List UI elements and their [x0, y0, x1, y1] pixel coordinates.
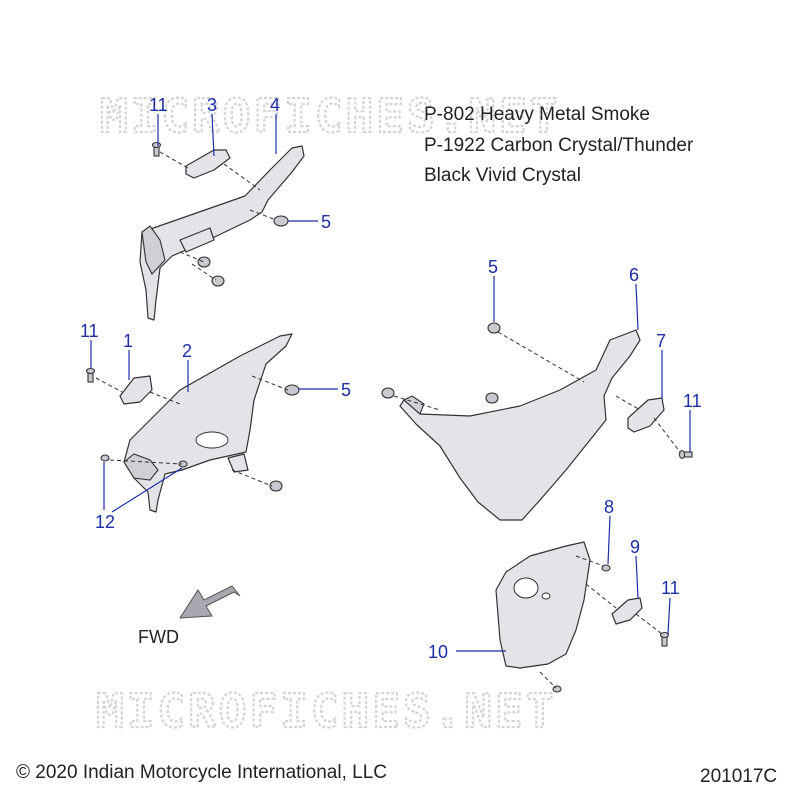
- callout-leaders: [90, 113, 691, 652]
- callout-5-right: 5: [488, 257, 498, 277]
- callout-6: 6: [629, 265, 639, 285]
- callout-11-right: 11: [683, 391, 702, 411]
- legend-line-3: Black Vivid Crystal: [424, 165, 581, 186]
- callout-5-top: 5: [321, 212, 331, 232]
- part-7-trim-cap: [627, 397, 665, 433]
- part-3-trim-cap: [185, 149, 231, 179]
- part-12-screw: [100, 454, 188, 468]
- callout-10: 10: [428, 642, 448, 662]
- drawing-number: 201017C: [700, 766, 778, 787]
- watermark-top: MICROFICHES.NET: [100, 89, 560, 143]
- callout-12: 12: [95, 512, 115, 532]
- callout-11-bottom: 11: [661, 578, 680, 598]
- part-11-screw-right: [678, 449, 693, 460]
- part-5-grommet-top: [197, 215, 289, 287]
- callout-11-left: 11: [80, 321, 99, 341]
- callout-9: 9: [630, 537, 640, 557]
- callout-3: 3: [207, 95, 217, 115]
- part-11-screw-left: [85, 367, 96, 383]
- callout-5-left: 5: [341, 380, 351, 400]
- part-4-upper-side-cover: [139, 145, 305, 321]
- part-5-grommet-right: [381, 322, 501, 404]
- part-8-screw: [552, 564, 611, 693]
- part-9-trim-cap: [611, 597, 643, 625]
- part-2-lower-side-cover: [123, 333, 293, 513]
- callout-4: 4: [270, 95, 280, 115]
- fwd-label: FWD: [138, 627, 179, 647]
- legend-line-1: P-802 Heavy Metal Smoke: [424, 104, 650, 125]
- part-1-trim-cap: [119, 375, 153, 405]
- callout-7: 7: [656, 331, 666, 351]
- copyright-notice: © 2020 Indian Motorcycle International, …: [16, 762, 387, 783]
- forward-arrow-icon: [179, 585, 241, 619]
- callout-8: 8: [604, 497, 614, 517]
- legend-line-2: P-1922 Carbon Crystal/Thunder: [424, 135, 694, 156]
- part-10-lower-right-cover: [495, 541, 591, 669]
- callout-2: 2: [182, 341, 192, 361]
- part-6-right-side-cover: [399, 329, 641, 521]
- callout-11-top: 11: [149, 95, 168, 115]
- part-11-screw-top: [151, 141, 162, 157]
- part-5-grommet-left: [269, 384, 300, 492]
- watermark-bottom: MICROFICHES.NET: [96, 684, 556, 738]
- callout-1: 1: [123, 331, 133, 351]
- part-11-screw-bottom: [659, 631, 670, 647]
- assembly-lines: [95, 151, 681, 689]
